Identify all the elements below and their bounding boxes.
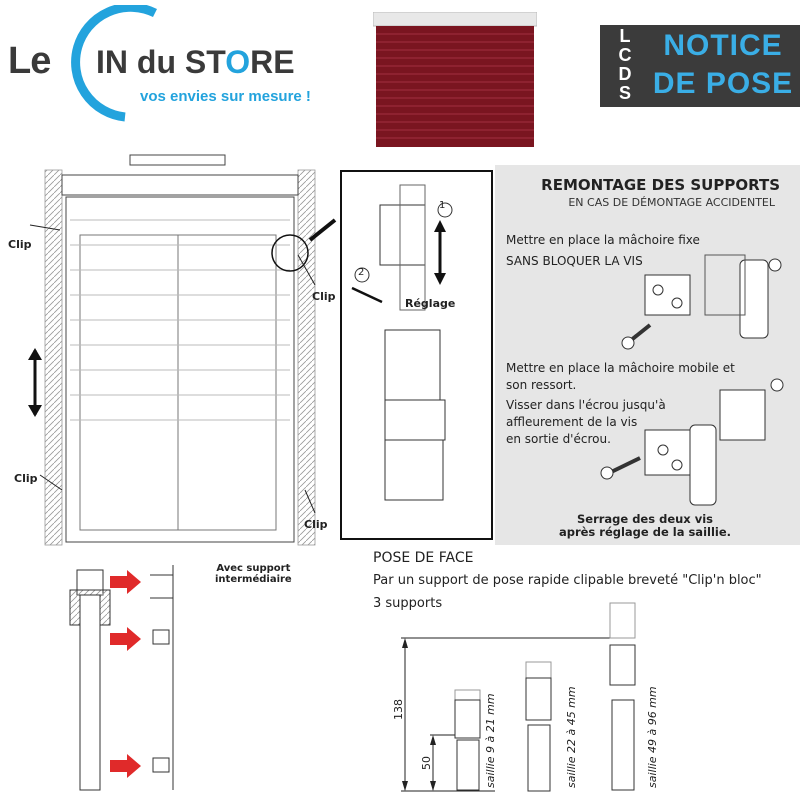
mobile-jaw-illustration xyxy=(600,378,784,506)
footer-line1: Serrage des deux vis xyxy=(576,512,714,526)
badge-title-line1: NOTICE xyxy=(663,29,783,62)
support-detail-diagram xyxy=(340,170,493,540)
step3-line2: affleurement de la vis xyxy=(506,415,638,429)
footer-line2: après réglage de la saillie. xyxy=(558,525,732,539)
logo-name-part: IN du ST xyxy=(96,44,226,80)
step1-line1: Mettre en place la mâchoire fixe xyxy=(506,233,700,247)
clip-label: Clip xyxy=(312,290,336,303)
logo-tagline: vos envies sur mesure ! xyxy=(140,88,311,105)
panel-footer: Serrage des deux vis après réglage de la… xyxy=(535,513,755,539)
fixed-jaw-illustration xyxy=(621,254,782,350)
clip-label: Clip xyxy=(14,472,38,485)
blind-product-image xyxy=(373,12,537,147)
window-blind-diagram xyxy=(28,154,337,546)
panel-title: REMONTAGE DES SUPPORTS xyxy=(541,176,780,194)
saillie-label: saillie 9 à 21 mm xyxy=(484,693,497,788)
label-line2: intermédiaire xyxy=(215,574,292,585)
notice-badge: L C D S NOTICE DE POSE xyxy=(600,25,800,107)
badge-lcds: L C D S xyxy=(612,27,638,103)
step3-text: Visser dans l'écrou jusqu'à affleurement… xyxy=(506,397,666,448)
reglage-label: Réglage xyxy=(405,297,456,310)
marker-2: 2 xyxy=(358,267,365,278)
label-line1: Avec support xyxy=(216,563,291,574)
mounting-dimensions-diagram xyxy=(401,602,636,792)
intermediate-support-diagram xyxy=(69,565,174,791)
step2-line1: Mettre en place la mâchoire mobile et xyxy=(506,361,735,375)
saillie-label: saillie 49 à 96 mm xyxy=(646,686,659,788)
clip-label: Clip xyxy=(304,518,328,531)
intermediate-support-label: Avec support intermédiaire xyxy=(215,563,292,585)
panel-subtitle: EN CAS DE DÉMONTAGE ACCIDENTEL xyxy=(568,196,775,209)
logo-name: IN du STORE xyxy=(96,44,295,81)
saillie-label: saillie 22 à 45 mm xyxy=(565,686,578,788)
step3-line1: Visser dans l'écrou jusqu'à xyxy=(506,398,666,412)
pose-count: 3 supports xyxy=(373,596,443,611)
badge-title-line2: DE POSE xyxy=(652,67,794,100)
reassembly-panel: REMONTAGE DES SUPPORTS EN CAS DE DÉMONTA… xyxy=(495,165,800,545)
dimension-138: 138 xyxy=(392,699,405,720)
step2-text: Mettre en place la mâchoire mobile et so… xyxy=(506,360,735,394)
pose-title: POSE DE FACE xyxy=(373,550,474,566)
step3-line3: en sortie d'écrou. xyxy=(506,432,611,446)
clip-label: Clip xyxy=(8,238,32,251)
logo-le: Le xyxy=(8,40,51,82)
badge-letter: S xyxy=(618,83,631,103)
badge-letter: C xyxy=(618,45,632,65)
step1-line2: SANS BLOQUER LA VIS xyxy=(506,254,643,268)
logo-o: O xyxy=(225,44,251,80)
dimension-50: 50 xyxy=(420,756,433,770)
logo-swoosh-icon xyxy=(71,5,157,122)
step1-text: Mettre en place la mâchoire fixe SANS BL… xyxy=(506,232,700,270)
badge-letter: D xyxy=(618,64,632,84)
pose-description: Par un support de pose rapide clipable b… xyxy=(373,573,762,588)
logo-name-end: RE xyxy=(250,44,295,80)
step2-line2: son ressort. xyxy=(506,378,577,392)
badge-letter: L xyxy=(619,26,631,46)
marker-1: 1 xyxy=(439,200,446,211)
